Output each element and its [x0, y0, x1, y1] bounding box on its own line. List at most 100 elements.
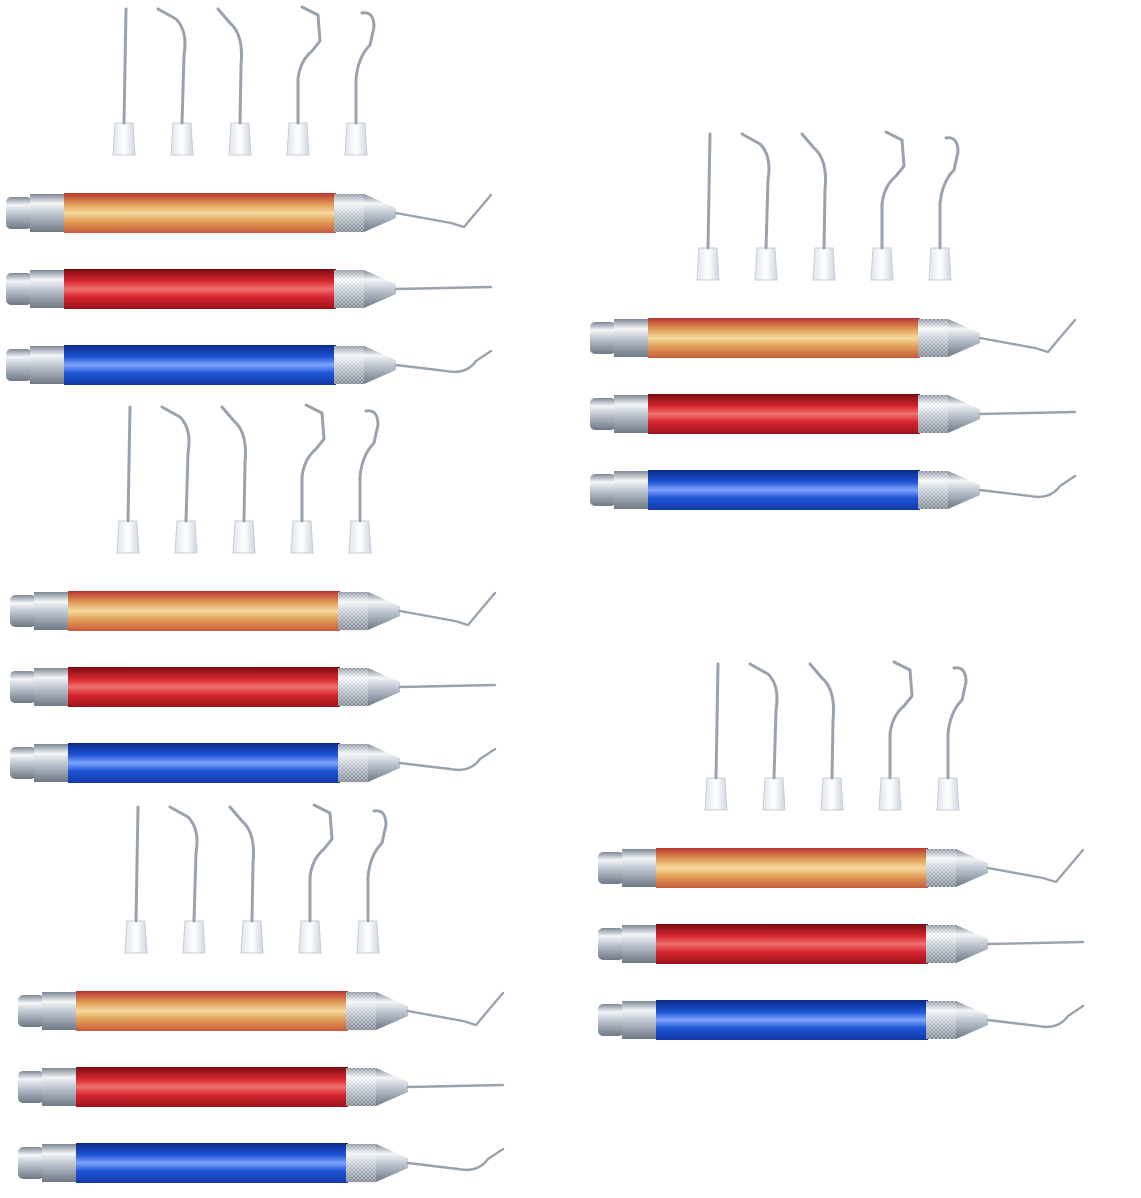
tool-nose — [956, 1001, 988, 1039]
tool-nose — [948, 319, 980, 357]
spare-tip-wire — [168, 805, 199, 923]
tool-body — [648, 394, 920, 434]
tool-nose — [956, 925, 988, 963]
spare-tip-hook — [290, 403, 326, 554]
spare-tip-wire — [354, 11, 376, 125]
tool-body — [64, 193, 336, 233]
tool-body — [76, 1067, 348, 1107]
tool-collar — [30, 346, 66, 384]
tool-nose — [368, 592, 400, 630]
tool-tip-needle — [986, 940, 1085, 946]
tool-tip-needle — [406, 1083, 505, 1089]
spare-tip-wire — [366, 809, 388, 923]
tool-collar — [614, 319, 650, 357]
tool-knurl-texture — [338, 668, 368, 706]
spare-tip-collar — [356, 920, 380, 954]
spare-tip-wire — [706, 132, 712, 250]
tool-collar — [622, 1001, 658, 1039]
spare-tip-loop — [356, 809, 388, 954]
tool-knurl-texture — [338, 744, 368, 782]
spare-tip-needle — [696, 132, 720, 281]
tool-tip-curve — [394, 349, 493, 374]
spare-tip-loop — [928, 136, 960, 281]
spare-tip-wire — [216, 7, 243, 125]
spare-tip-wire — [126, 405, 132, 523]
tool-set-set-3 — [10, 403, 497, 783]
spare-tip-curve — [800, 132, 836, 281]
spare-tip-collar — [228, 122, 252, 156]
spare-tip-collar — [878, 777, 902, 811]
tool-end-cap — [598, 1004, 624, 1036]
tool-nose — [376, 1144, 408, 1182]
spare-tip-collar — [182, 920, 206, 954]
tool-body — [656, 1000, 928, 1040]
spare-tip-collar — [704, 777, 728, 811]
tool-end-cap — [590, 398, 616, 430]
tool-knurl-texture — [334, 346, 364, 384]
tool-tip-hook — [406, 991, 505, 1027]
tool-tip-hook — [978, 318, 1077, 354]
tool-red — [590, 394, 1077, 434]
spare-tip-collar — [290, 520, 314, 554]
tool-knurl-texture — [926, 849, 956, 887]
tool-tip-needle — [398, 683, 497, 689]
spare-tip-collar — [240, 920, 264, 954]
spare-tip-bent — [748, 662, 786, 811]
tool-tip-curve — [406, 1147, 505, 1172]
tool-knurl-texture — [338, 592, 368, 630]
tool-tip-hook — [394, 193, 493, 229]
spare-tip-wire — [308, 803, 334, 923]
spare-tip-collar — [754, 247, 778, 281]
tool-collar — [614, 471, 650, 509]
tool-nose — [948, 395, 980, 433]
tool-body — [68, 743, 340, 783]
spare-tip-collar — [116, 520, 140, 554]
tool-red — [598, 924, 1085, 964]
tool-collar — [42, 992, 78, 1030]
tool-blue — [10, 743, 497, 783]
spare-tip-wire — [748, 662, 779, 780]
tool-collar — [34, 744, 70, 782]
spare-tip-needle — [112, 7, 136, 156]
tool-body — [656, 848, 928, 888]
spare-tip-curve — [216, 7, 252, 156]
spare-tip-wire — [808, 662, 835, 780]
tool-set-set-5 — [598, 660, 1085, 1040]
spare-tip-wire — [160, 405, 191, 523]
spare-tip-collar — [928, 247, 952, 281]
tool-tip-curve — [986, 1004, 1085, 1029]
tool-body — [64, 345, 336, 385]
tool-knurl-texture — [918, 319, 948, 357]
spare-tip-collar — [344, 122, 368, 156]
spare-tip-collar — [936, 777, 960, 811]
spare-tip-wire — [880, 130, 906, 250]
spare-tip-collar — [762, 777, 786, 811]
spare-tip-hook — [870, 130, 906, 281]
spare-tip-curve — [808, 662, 844, 811]
tool-tip-needle — [978, 410, 1077, 416]
tool-end-cap — [18, 1071, 44, 1103]
spare-tip-wire — [296, 5, 322, 125]
tool-blue — [598, 1000, 1085, 1040]
tool-set-set-1 — [6, 5, 493, 385]
tool-end-cap — [18, 1147, 44, 1179]
spare-tip-loop — [936, 666, 968, 811]
tool-collar — [614, 395, 650, 433]
tool-end-cap — [590, 474, 616, 506]
tool-blue — [18, 1143, 505, 1183]
tool-nose — [364, 346, 396, 384]
spare-tip-hook — [286, 5, 322, 156]
tool-gold — [18, 991, 505, 1031]
tool-collar — [42, 1068, 78, 1106]
tool-nose — [376, 1068, 408, 1106]
tool-gold — [598, 848, 1085, 888]
tool-collar — [42, 1144, 78, 1182]
spare-tip-wire — [714, 662, 720, 780]
tool-body — [76, 1143, 348, 1183]
tool-body — [64, 269, 336, 309]
tool-knurl-texture — [346, 1068, 376, 1106]
tool-gold — [10, 591, 497, 631]
tool-gold — [590, 318, 1077, 358]
tool-nose — [364, 270, 396, 308]
